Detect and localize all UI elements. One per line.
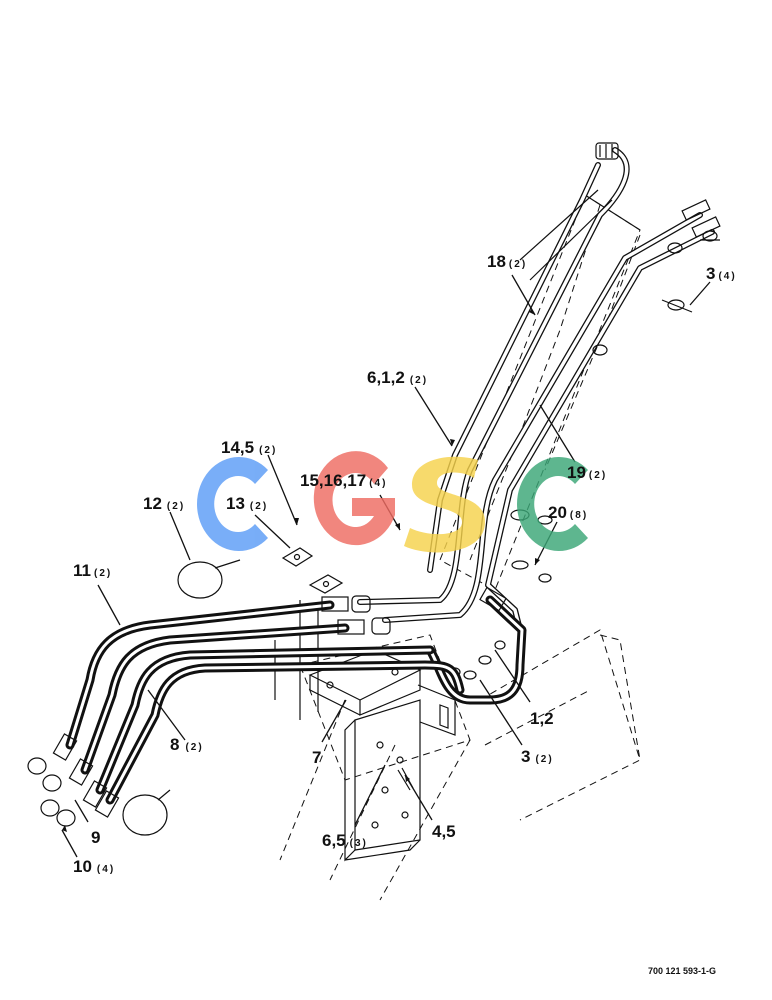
- callout-6-1-2: 6,1,2(2): [367, 368, 428, 387]
- callout-13: 13(2): [226, 494, 268, 513]
- callout-10: 10(4): [73, 857, 115, 876]
- hose-clip-icon: [281, 547, 344, 594]
- callout-3-top: 3(4): [706, 264, 737, 283]
- elbow-fitting-icon: [595, 142, 619, 160]
- cable-tie-icon: [122, 559, 241, 836]
- tube-clamp-icon: [449, 230, 720, 680]
- callout-8: 8(2): [170, 735, 204, 754]
- callout-7: 7: [312, 748, 321, 767]
- callout-19: 19(2): [567, 463, 607, 482]
- callout-labels: 18(2) 3(4) 6,1,2(2) 14,5(2) 15,16,17(4) …: [73, 252, 737, 876]
- watermark-letter-s: [404, 456, 485, 553]
- callout-18: 18(2): [487, 252, 527, 271]
- callout-11: 11(2): [73, 561, 112, 580]
- callout-20: 20(8): [548, 503, 588, 522]
- callout-4-5: 4,5: [432, 822, 456, 841]
- callout-3-bottom: 3(2): [521, 747, 554, 766]
- callout-9: 9: [91, 828, 100, 847]
- callout-12: 12(2): [143, 494, 185, 513]
- watermark: [197, 451, 588, 553]
- dust-cap-icon: [27, 757, 76, 827]
- watermark-letter-g: [313, 451, 395, 546]
- mounting-bracket: [308, 649, 456, 736]
- drawing-number: 700 121 593-1-G: [648, 966, 716, 976]
- callout-14-5: 14,5(2): [221, 438, 277, 457]
- callout-1-2: 1,2: [530, 709, 554, 728]
- hose-fittings: [52, 586, 507, 818]
- steel-tubes: [357, 147, 715, 633]
- hydraulic-hoses: [65, 595, 527, 805]
- leader-lines: [61, 274, 711, 858]
- watermark-letter-c1: [197, 456, 268, 551]
- watermark-letter-c2: [517, 456, 588, 551]
- callout-6-5: 6,5(3): [322, 831, 368, 850]
- callout-15-16-17: 15,16,17(4): [300, 471, 387, 490]
